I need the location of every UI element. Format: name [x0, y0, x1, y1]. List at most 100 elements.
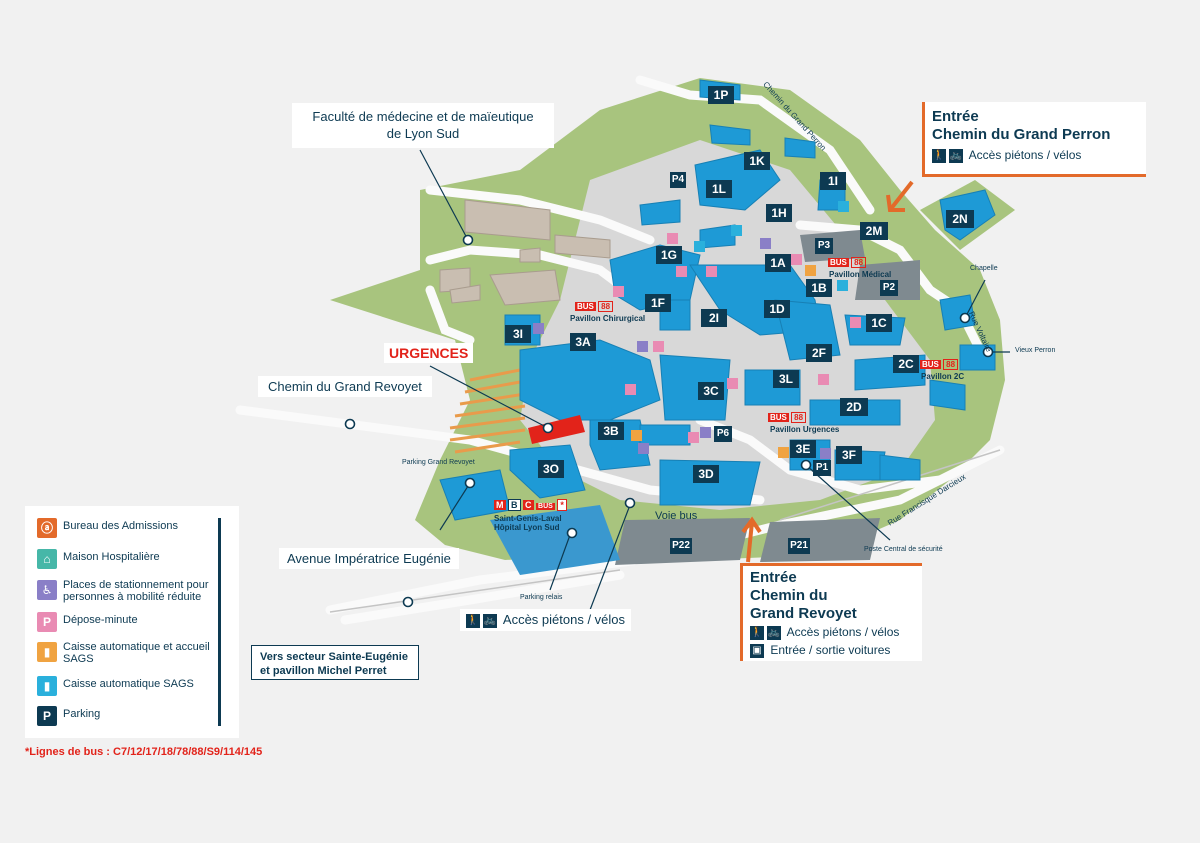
building-1P[interactable]: 1P: [708, 86, 734, 104]
parking-P2[interactable]: P2: [880, 280, 898, 296]
pavillon-2c-label: Pavillon 2C: [921, 372, 965, 381]
tram-icon: B: [508, 499, 521, 511]
parking-P21[interactable]: P21: [788, 538, 810, 554]
building-3C[interactable]: 3C: [698, 382, 724, 400]
bus-tag: BUS: [575, 302, 596, 311]
building-3I[interactable]: 3I: [505, 325, 531, 343]
building-1G[interactable]: 1G: [656, 246, 682, 264]
car-icon: ▣: [750, 643, 764, 658]
building-2F[interactable]: 2F: [806, 344, 832, 362]
vers-line2: et pavillon Michel Perret: [260, 665, 387, 677]
parking-revoyet-label: Parking Grand Revoyet: [402, 459, 475, 466]
house-icon: ⌂: [37, 549, 57, 569]
building-1L[interactable]: 1L: [706, 180, 732, 198]
entry-top-bar: [740, 563, 922, 566]
entry-revoyet-title: Entrée Chemin du Grand Revoyet: [750, 569, 857, 623]
bus-stop-medical[interactable]: BUS 88: [828, 257, 867, 268]
vieux-perron-label: Vieux Perron: [1015, 347, 1056, 354]
poste-securite-label: Poste Central de sécurité: [864, 546, 943, 553]
leader-lines: [419, 149, 1010, 611]
building-1D[interactable]: 1D: [764, 300, 790, 318]
bus-stop-chirurgical[interactable]: BUS 88: [575, 301, 614, 312]
parking-P6[interactable]: P6: [714, 426, 732, 442]
roads-outline: [329, 449, 1001, 613]
cashier-icon: ▮: [37, 642, 57, 662]
parking-P1[interactable]: P1: [813, 460, 831, 476]
legend-label: Caisse automatique SAGS: [63, 678, 194, 690]
building-3F[interactable]: 3F: [836, 446, 862, 464]
bus-line-number: 88: [791, 412, 807, 423]
bus-line-number: 88: [943, 359, 959, 370]
building-1F[interactable]: 1F: [645, 294, 671, 312]
bus-stop-2c[interactable]: BUS 88: [920, 359, 959, 370]
drop-off-icon: P: [37, 612, 57, 632]
faculty-buildings: [439, 199, 611, 306]
admissions-icon: ⓐ: [37, 518, 57, 538]
bus-tag: BUS: [920, 360, 941, 369]
parking-lots: [615, 230, 920, 565]
building-3A[interactable]: 3A: [570, 333, 596, 351]
entry-perron-title1: Entrée: [932, 108, 979, 125]
entry-arrow-revoyet: [741, 516, 762, 563]
building-1C[interactable]: 1C: [866, 314, 892, 332]
service-icons: [533, 201, 861, 459]
pavillon-chirurgical-label: Pavillon Chirurgical: [570, 314, 646, 323]
wheelchair-icon: ♿: [37, 580, 57, 600]
building-1B[interactable]: 1B: [806, 279, 832, 297]
building-2C[interactable]: 2C: [893, 355, 919, 373]
entry-revoyet-sub2-text: Entrée / sortie voitures: [770, 643, 891, 657]
entry-perron-sub: 🚶🚲 Accès piétons / vélos: [932, 148, 1081, 163]
parking-P4[interactable]: P4: [670, 172, 686, 188]
entry-revoyet-sub1-text: Accès piétons / vélos: [786, 625, 900, 639]
entry-bar: [922, 102, 925, 174]
bus-line-number: 88: [598, 301, 614, 312]
bus-icon: BUS: [536, 503, 555, 510]
building-3B[interactable]: 3B: [598, 422, 624, 440]
building-3L[interactable]: 3L: [773, 370, 799, 388]
parking-relais-label: Parking relais: [520, 594, 563, 601]
parking-relais-area: [490, 505, 620, 575]
pavillon-medical-label: Pavillon Médical: [829, 270, 892, 279]
sgl-line1: Saint-Genis-Laval: [494, 514, 562, 523]
parking-P3[interactable]: P3: [815, 238, 833, 254]
bus-line-number: 88: [851, 257, 867, 268]
building-2N[interactable]: 2N: [946, 210, 974, 228]
building-3E[interactable]: 3E: [790, 440, 816, 458]
entry-revoyet-title3: Grand Revoyet: [750, 605, 857, 622]
building-3D[interactable]: 3D: [693, 465, 719, 483]
c-line-icon: C: [523, 500, 534, 510]
pedestrian-icon: 🚶: [932, 148, 946, 163]
building-1A[interactable]: 1A: [765, 254, 791, 272]
building-2M[interactable]: 2M: [860, 222, 888, 240]
urgences-building: [528, 415, 585, 444]
building-2D[interactable]: 2D: [840, 398, 868, 416]
legend-label: Maison Hospitalière: [63, 551, 160, 563]
legend-label: Places de stationnement pour personnes à…: [63, 579, 209, 603]
bicycle-icon: 🚲: [949, 148, 963, 163]
bicycle-icon: 🚲: [483, 613, 497, 628]
pavillon-urgences-label: Pavillon Urgences: [770, 425, 840, 434]
legend-label: Bureau des Admissions: [63, 520, 178, 532]
building-2I[interactable]: 2I: [701, 309, 727, 327]
entry-revoyet-box[interactable]: Entrée Chemin du Grand Revoyet 🚶🚲 Accès …: [740, 563, 922, 661]
legend-divider: [218, 518, 221, 726]
saint-genis-label: Saint-Genis-Laval Hôpital Lyon Sud: [494, 514, 562, 532]
entry-bar: [740, 563, 743, 661]
building-3O[interactable]: 3O: [538, 460, 564, 478]
chemin-revoyet-label: Chemin du Grand Revoyet: [258, 376, 432, 397]
vers-sainte-eugenie-box[interactable]: Vers secteur Sainte-Eugénie et pavillon …: [251, 645, 419, 680]
parking-P22[interactable]: P22: [670, 538, 692, 554]
entry-perron-box[interactable]: Entrée Chemin du Grand Perron 🚶🚲 Accès p…: [922, 102, 1146, 177]
building-1H[interactable]: 1H: [766, 204, 792, 222]
building-1K[interactable]: 1K: [744, 152, 770, 170]
cashier-icon: ▮: [37, 676, 57, 696]
pedestrian-icon: 🚶: [466, 613, 480, 628]
transit-tags: M B C BUS *: [494, 499, 567, 511]
bus-stop-urgences[interactable]: BUS 88: [768, 412, 807, 423]
entry-revoyet-sub1: 🚶🚲 Accès piétons / vélos: [750, 625, 899, 640]
faculty-callout: Faculté de médecine et de maïeutique de …: [292, 103, 554, 148]
building-1I[interactable]: 1I: [820, 172, 846, 190]
acces-pietons-callout: 🚶🚲 Accès piétons / vélos: [460, 609, 632, 631]
urgences-label[interactable]: URGENCES: [384, 343, 474, 363]
legend-label: Parking: [63, 708, 101, 720]
